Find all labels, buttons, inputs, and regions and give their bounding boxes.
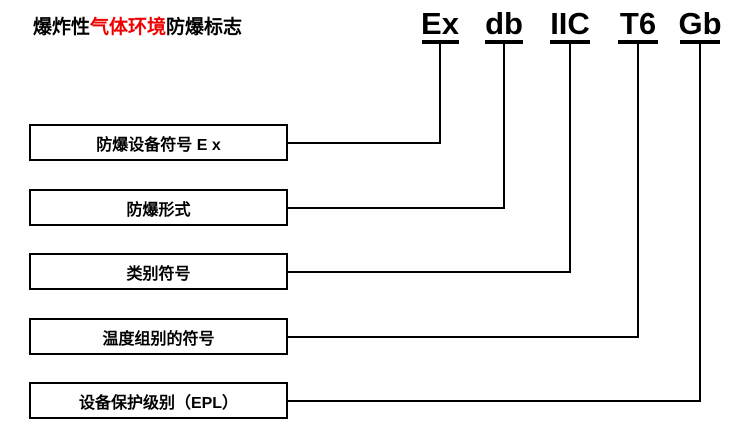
segment-gb: Gb [678,6,722,41]
segment-db: db [485,6,523,41]
label-box-epl: 设备保护级别（EPL） [29,382,288,419]
title-suffix: 防爆标志 [166,17,243,38]
segment-db-underline [485,40,523,44]
segment-iic-underline [550,40,590,44]
label-box-temperature-class: 温度组别的符号 [29,318,288,355]
connector-t6-vertical [637,44,639,336]
connector-ex-horizontal [288,142,441,144]
label-box-gas-group: 类别符号 [29,253,288,290]
segment-ex: Ex [421,6,459,41]
title-highlight: 气体环境 [90,17,167,38]
connector-gb-horizontal [288,400,701,402]
connector-iic-vertical [569,44,571,271]
connector-db-horizontal [288,207,505,209]
connector-gb-vertical [699,44,701,400]
connector-iic-horizontal [288,271,571,273]
segment-iic: IIC [550,6,590,41]
segment-t6: T6 [619,6,657,41]
connector-db-vertical [503,44,505,207]
connector-t6-horizontal [288,336,639,338]
segment-gb-underline [680,40,720,44]
segment-ex-underline [422,40,459,44]
page-title: 爆炸性气体环境防爆标志 [33,15,242,41]
label-box-protection-type: 防爆形式 [29,189,288,226]
segment-t6-underline [618,40,658,44]
connector-ex-vertical [439,44,441,142]
title-prefix: 爆炸性 [33,17,91,38]
label-box-equipment-symbol: 防爆设备符号 E x [29,124,288,161]
